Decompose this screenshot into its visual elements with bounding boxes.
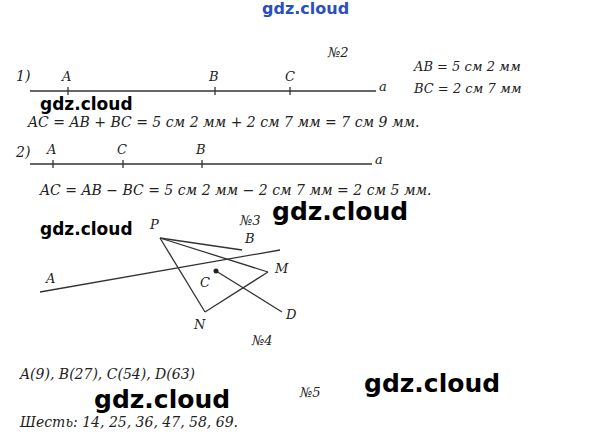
task-number: №5 [300, 386, 321, 401]
point-label: P [150, 218, 159, 233]
point-label: B [196, 143, 206, 158]
answer-line: Шесть: 14, 25, 36, 47, 58, 69. [20, 414, 238, 430]
watermark: gdz.cloud [40, 95, 133, 115]
point-label: C [117, 143, 127, 158]
item-number: 1) [16, 68, 30, 84]
given-value: AB = 5 см 2 мм [414, 60, 521, 75]
point-label: C [200, 276, 210, 291]
task-number: №2 [328, 46, 349, 61]
item-number: 2) [16, 144, 30, 160]
task-number: №3 [240, 214, 261, 229]
watermark: gdz.cloud [272, 198, 408, 227]
point-label: N [194, 318, 205, 333]
point-label: A [47, 143, 56, 158]
watermark: gdz.cloud [94, 386, 230, 415]
point-label: A [46, 272, 55, 287]
watermark: gdz.cloud [364, 370, 500, 399]
line-label: a [375, 153, 383, 168]
task-number: №4 [252, 334, 273, 349]
given-value: BC = 2 см 7 мм [414, 82, 521, 97]
line-label: a [379, 80, 387, 95]
point-label: D [286, 308, 296, 323]
answer-line: A(9), B(27), C(54), D(63) [20, 366, 195, 382]
point-label: M [275, 262, 288, 277]
solution-line: AC = AB − BC = 5 см 2 мм − 2 см 7 мм = 2… [40, 182, 432, 198]
point-label: B [245, 232, 255, 247]
watermark: gdz.cloud [40, 220, 133, 240]
solution-line: AC = AB + BC = 5 см 2 мм + 2 см 7 мм = 7… [28, 114, 420, 130]
watermark: gdz.cloud [262, 0, 349, 18]
point-label: A [62, 70, 71, 85]
point-label: C [285, 70, 295, 85]
point-label: B [209, 70, 219, 85]
